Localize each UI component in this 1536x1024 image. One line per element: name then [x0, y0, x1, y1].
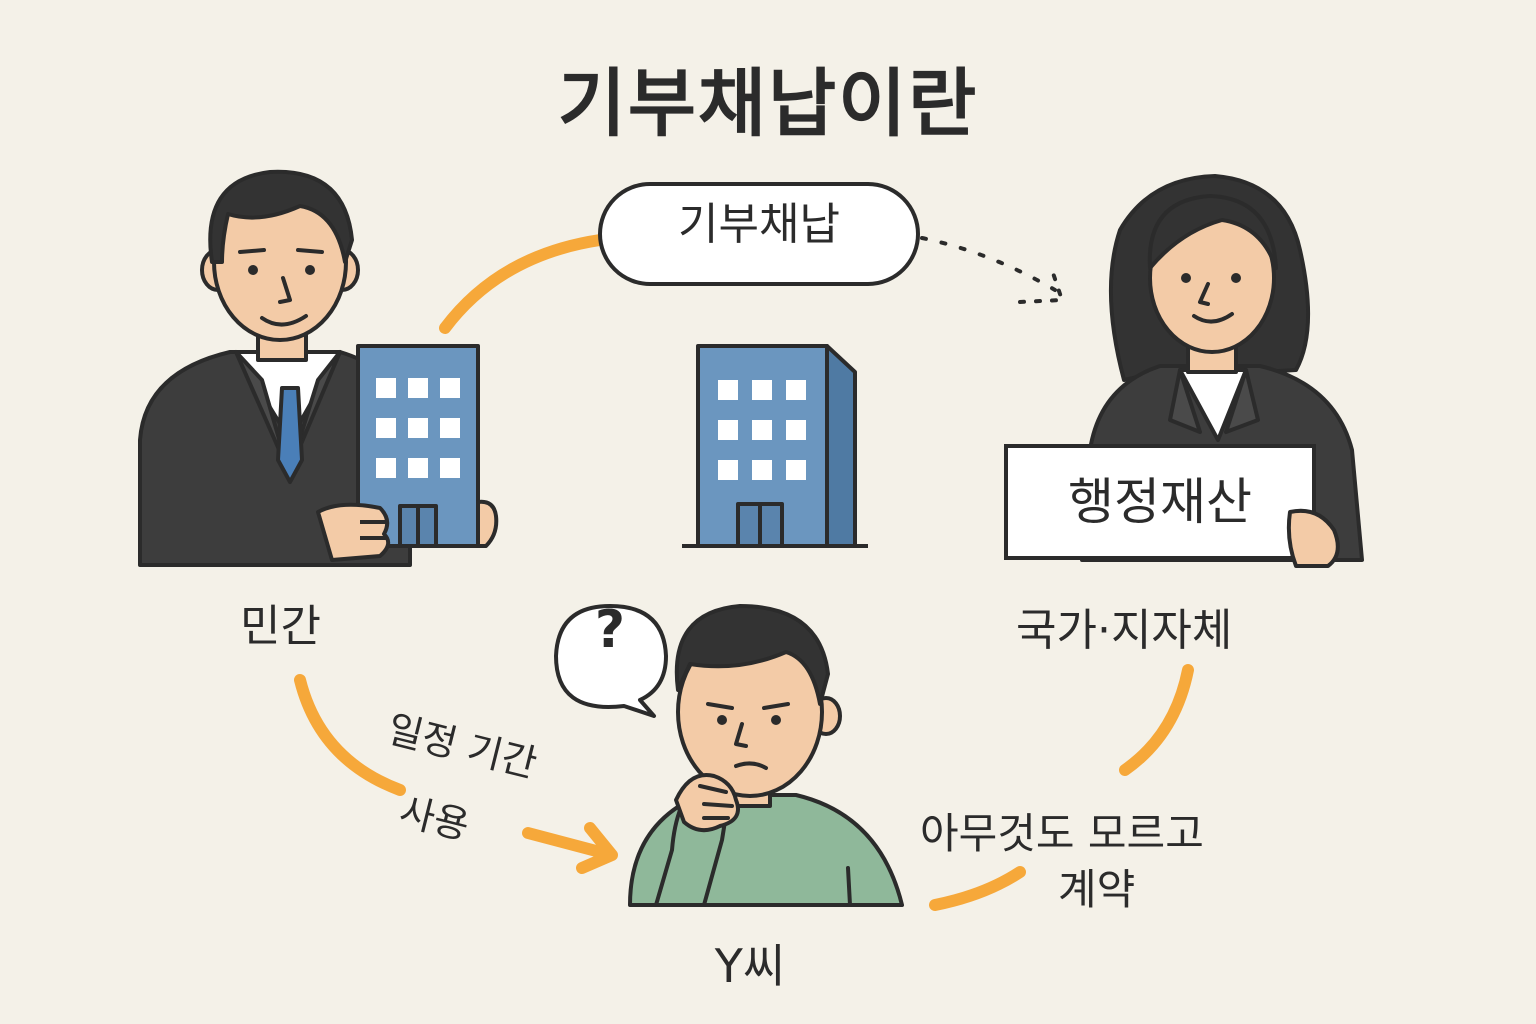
question-bubble-icon [554, 604, 668, 718]
contract-arrow [929, 664, 1194, 911]
donation-arrow [439, 234, 1065, 334]
contract-label-line2: 계약 [1058, 865, 1136, 914]
confused-person-y-icon [628, 604, 904, 907]
contract-label-line1: 아무것도 모르고 [920, 809, 1204, 858]
administrative-property-sign [1004, 444, 1316, 560]
donation-pill [598, 182, 920, 286]
building-icon [682, 344, 868, 548]
official-hand [1286, 508, 1340, 568]
y-person-label: Y씨 [714, 939, 786, 993]
sign-text: 행정재산 [1068, 473, 1252, 531]
use-arrow [294, 674, 618, 874]
state-label: 국가·지자체 [1016, 605, 1233, 656]
private-label: 민간 [240, 601, 321, 652]
question-mark: ? [594, 600, 626, 660]
donation-label: 기부채납 [678, 199, 840, 250]
page-title: 기부채납이란 [557, 61, 979, 147]
held-building-icon [316, 344, 499, 562]
